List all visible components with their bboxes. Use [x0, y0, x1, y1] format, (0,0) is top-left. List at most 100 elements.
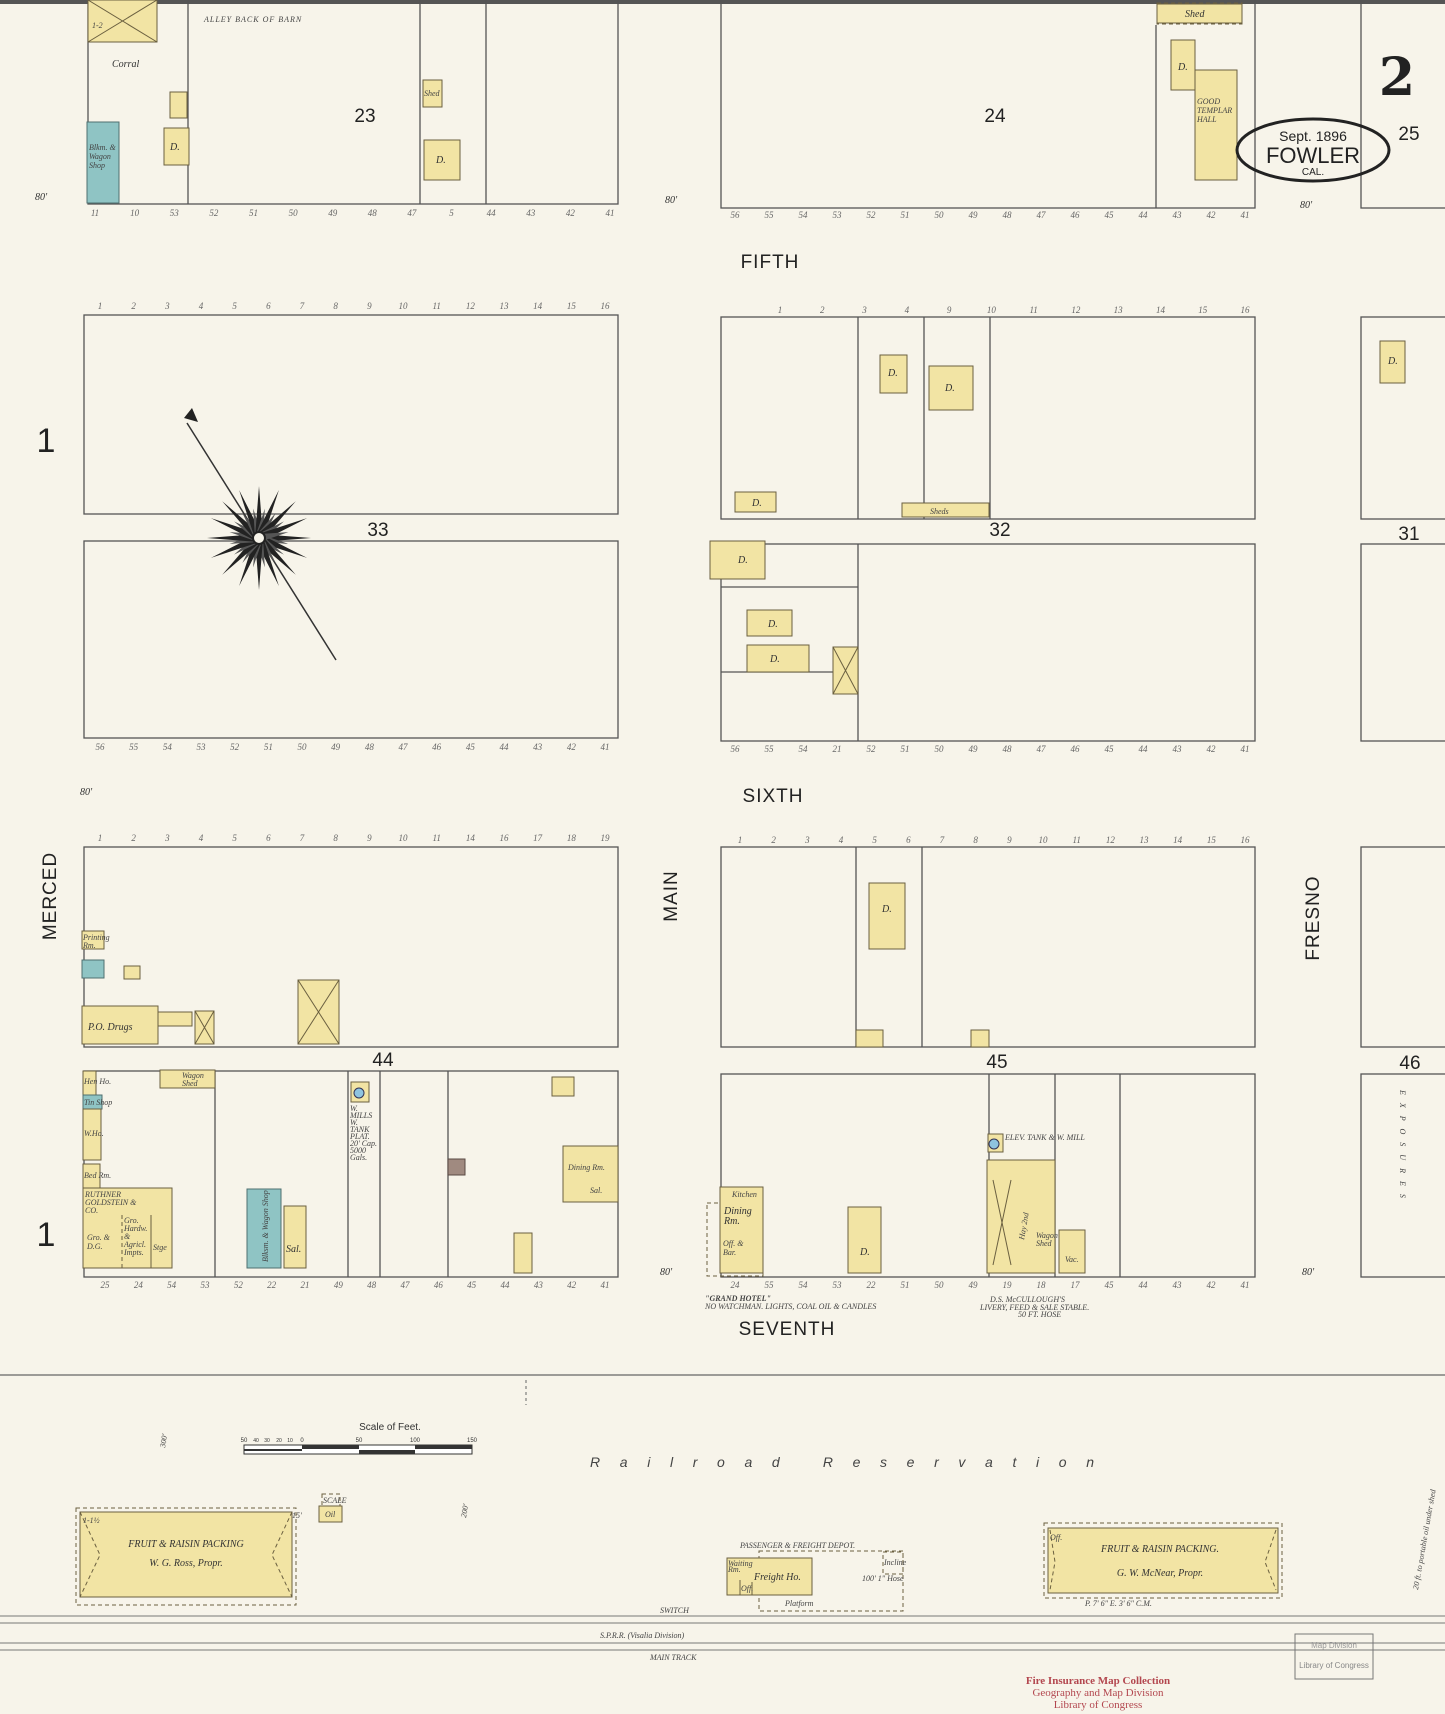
compass-point: [210, 518, 261, 542]
scale-tick-label: 150: [467, 1438, 478, 1444]
lot-number: 53: [201, 1280, 211, 1290]
lot-number: 11: [432, 301, 440, 311]
street-main: MAIN: [661, 870, 682, 922]
lot-number: 56: [731, 744, 741, 754]
livery-stable: [986, 1159, 1056, 1274]
block-number: 46: [1399, 1053, 1420, 1074]
lot-number: 21: [301, 1280, 310, 1290]
hose-label: 100' 1" Hose: [862, 1574, 904, 1583]
lot-number: 25: [101, 1280, 111, 1290]
north-arrow-compass: [184, 408, 337, 661]
dwelling-label: D.: [881, 904, 892, 915]
block-46-south: [1360, 1073, 1445, 1278]
livery-label: LIVERY, FEED & SALE STABLE.: [979, 1303, 1089, 1312]
dwelling: [163, 127, 190, 166]
lot-number: 16: [601, 301, 611, 311]
block-outlines: [83, 0, 1445, 1278]
block-number: 23: [354, 106, 375, 127]
lot-number: 5: [449, 208, 454, 218]
sheds-label: Sheds: [930, 507, 949, 516]
scale-tick-label: 100: [410, 1438, 421, 1444]
block-32-buildings: D. D. D. Sheds D. D. D. D.: [709, 340, 1406, 695]
lot-number: 48: [367, 1280, 377, 1290]
lot-number: 10: [130, 208, 140, 218]
lot-number: 44: [501, 1280, 511, 1290]
platform-label: P. 7' 6" E. 3' 6" C.M.: [1084, 1599, 1152, 1608]
lot-number: 47: [399, 742, 409, 752]
elevated-tank-label: ELEV. TANK & W. MILL: [1004, 1133, 1085, 1142]
freight-house-label: Freight Ho.: [753, 1572, 801, 1583]
alley-label: ALLEY BACK OF BARN: [203, 15, 302, 24]
water-tank-label: W. MILLS W. TANK PLAT. 20' Cap. 5000 Gal…: [349, 1104, 379, 1162]
lot-number: 12: [1071, 305, 1081, 315]
office-label: Off. & Bar.: [723, 1239, 745, 1257]
lot-number: 1: [98, 833, 103, 843]
lot-number: 7: [300, 833, 305, 843]
lot-number: 42: [1207, 1280, 1217, 1290]
lot-number: 53: [197, 742, 207, 752]
lot-number: 9: [367, 301, 372, 311]
lot-number: 52: [867, 210, 877, 220]
lot-number: 49: [334, 1280, 344, 1290]
dwelling-label: D.: [1177, 62, 1188, 73]
lot-number: 11: [432, 833, 440, 843]
library-box-text: Library of Congress: [1299, 1661, 1369, 1670]
ruthner-goldstein-label: RUTHNER GOLDSTEIN & CO.: [84, 1190, 138, 1215]
blacksmith-1-label: Blkm. & Wagon Shop: [89, 143, 118, 170]
distance-15: 15': [292, 1511, 302, 1520]
bed-room-label: Bed Rm.: [84, 1171, 111, 1180]
grand-hotel-label: "GRAND HOTEL": [705, 1294, 771, 1303]
dining-label: Dining Rm.: [723, 1206, 754, 1227]
dwelling: [423, 139, 461, 181]
block-45-north: [720, 846, 1256, 1048]
lot-number: 50: [935, 1280, 945, 1290]
warehouse-label: W.Ho.: [84, 1129, 104, 1138]
lot-number: 16: [1241, 835, 1251, 845]
street-width: 80': [660, 1267, 673, 1278]
lot-number: 16: [500, 833, 510, 843]
lot-number: 49: [969, 1280, 979, 1290]
lot-number: 44: [487, 208, 497, 218]
lot-number: 50: [298, 742, 308, 752]
lot-number: 3: [861, 305, 867, 315]
north-fleur-icon: [184, 408, 198, 422]
grand-hotel-note: NO WATCHMAN. LIGHTS, COAL OIL & CANDLES: [704, 1302, 876, 1311]
lot-number: 47: [407, 208, 417, 218]
lot-number: 16: [1241, 305, 1251, 315]
compass-point: [255, 489, 279, 540]
dwelling-label: D.: [769, 654, 780, 665]
lot-number: 51: [249, 208, 258, 218]
block-33-north: [83, 314, 619, 515]
lot-number: 10: [1039, 835, 1049, 845]
lot-number: 43: [526, 208, 536, 218]
hen-house-label: Hen Ho.: [83, 1077, 111, 1086]
dwelling-label: D.: [887, 368, 898, 379]
lot-number: 42: [567, 1280, 577, 1290]
shed: [1156, 3, 1243, 24]
street-width: 80': [35, 192, 48, 203]
lot-number: 24: [134, 1280, 144, 1290]
livery-owner-label: D.S. McCULLOUGH'S: [989, 1295, 1065, 1304]
blacksmith-shop-1: [86, 121, 120, 204]
lot-number: 17: [533, 833, 543, 843]
lot-number: 44: [1139, 744, 1149, 754]
lot-number: 15: [1198, 305, 1208, 315]
lot-number: 19: [1003, 1280, 1013, 1290]
block-44-south-buildings: Hen Ho. Tin Shop W.Ho. Bed Rm. RUTHNER G…: [82, 1069, 619, 1274]
collection-stamp: Fire Insurance Map Collection: [1026, 1675, 1170, 1687]
block-number: 45: [986, 1052, 1007, 1073]
lot-number: 42: [1207, 210, 1217, 220]
scale-title: Scale of Feet.: [359, 1422, 421, 1433]
lot-number: 54: [163, 742, 173, 752]
lot-number: 56: [731, 210, 741, 220]
street-merced: MERCED: [40, 852, 61, 940]
block-24-buildings: Shed D. GOOD TEMPLAR HALL Sept. 1896 FOW…: [1156, 2, 1415, 183]
compass-point: [239, 536, 263, 587]
brick-building: [81, 959, 105, 979]
lot-number: 51: [901, 744, 910, 754]
lot-number: 45: [1105, 210, 1115, 220]
dwelling-label: D.: [767, 619, 778, 630]
lot-number: 43: [533, 742, 543, 752]
lot-number: 46: [1071, 744, 1081, 754]
